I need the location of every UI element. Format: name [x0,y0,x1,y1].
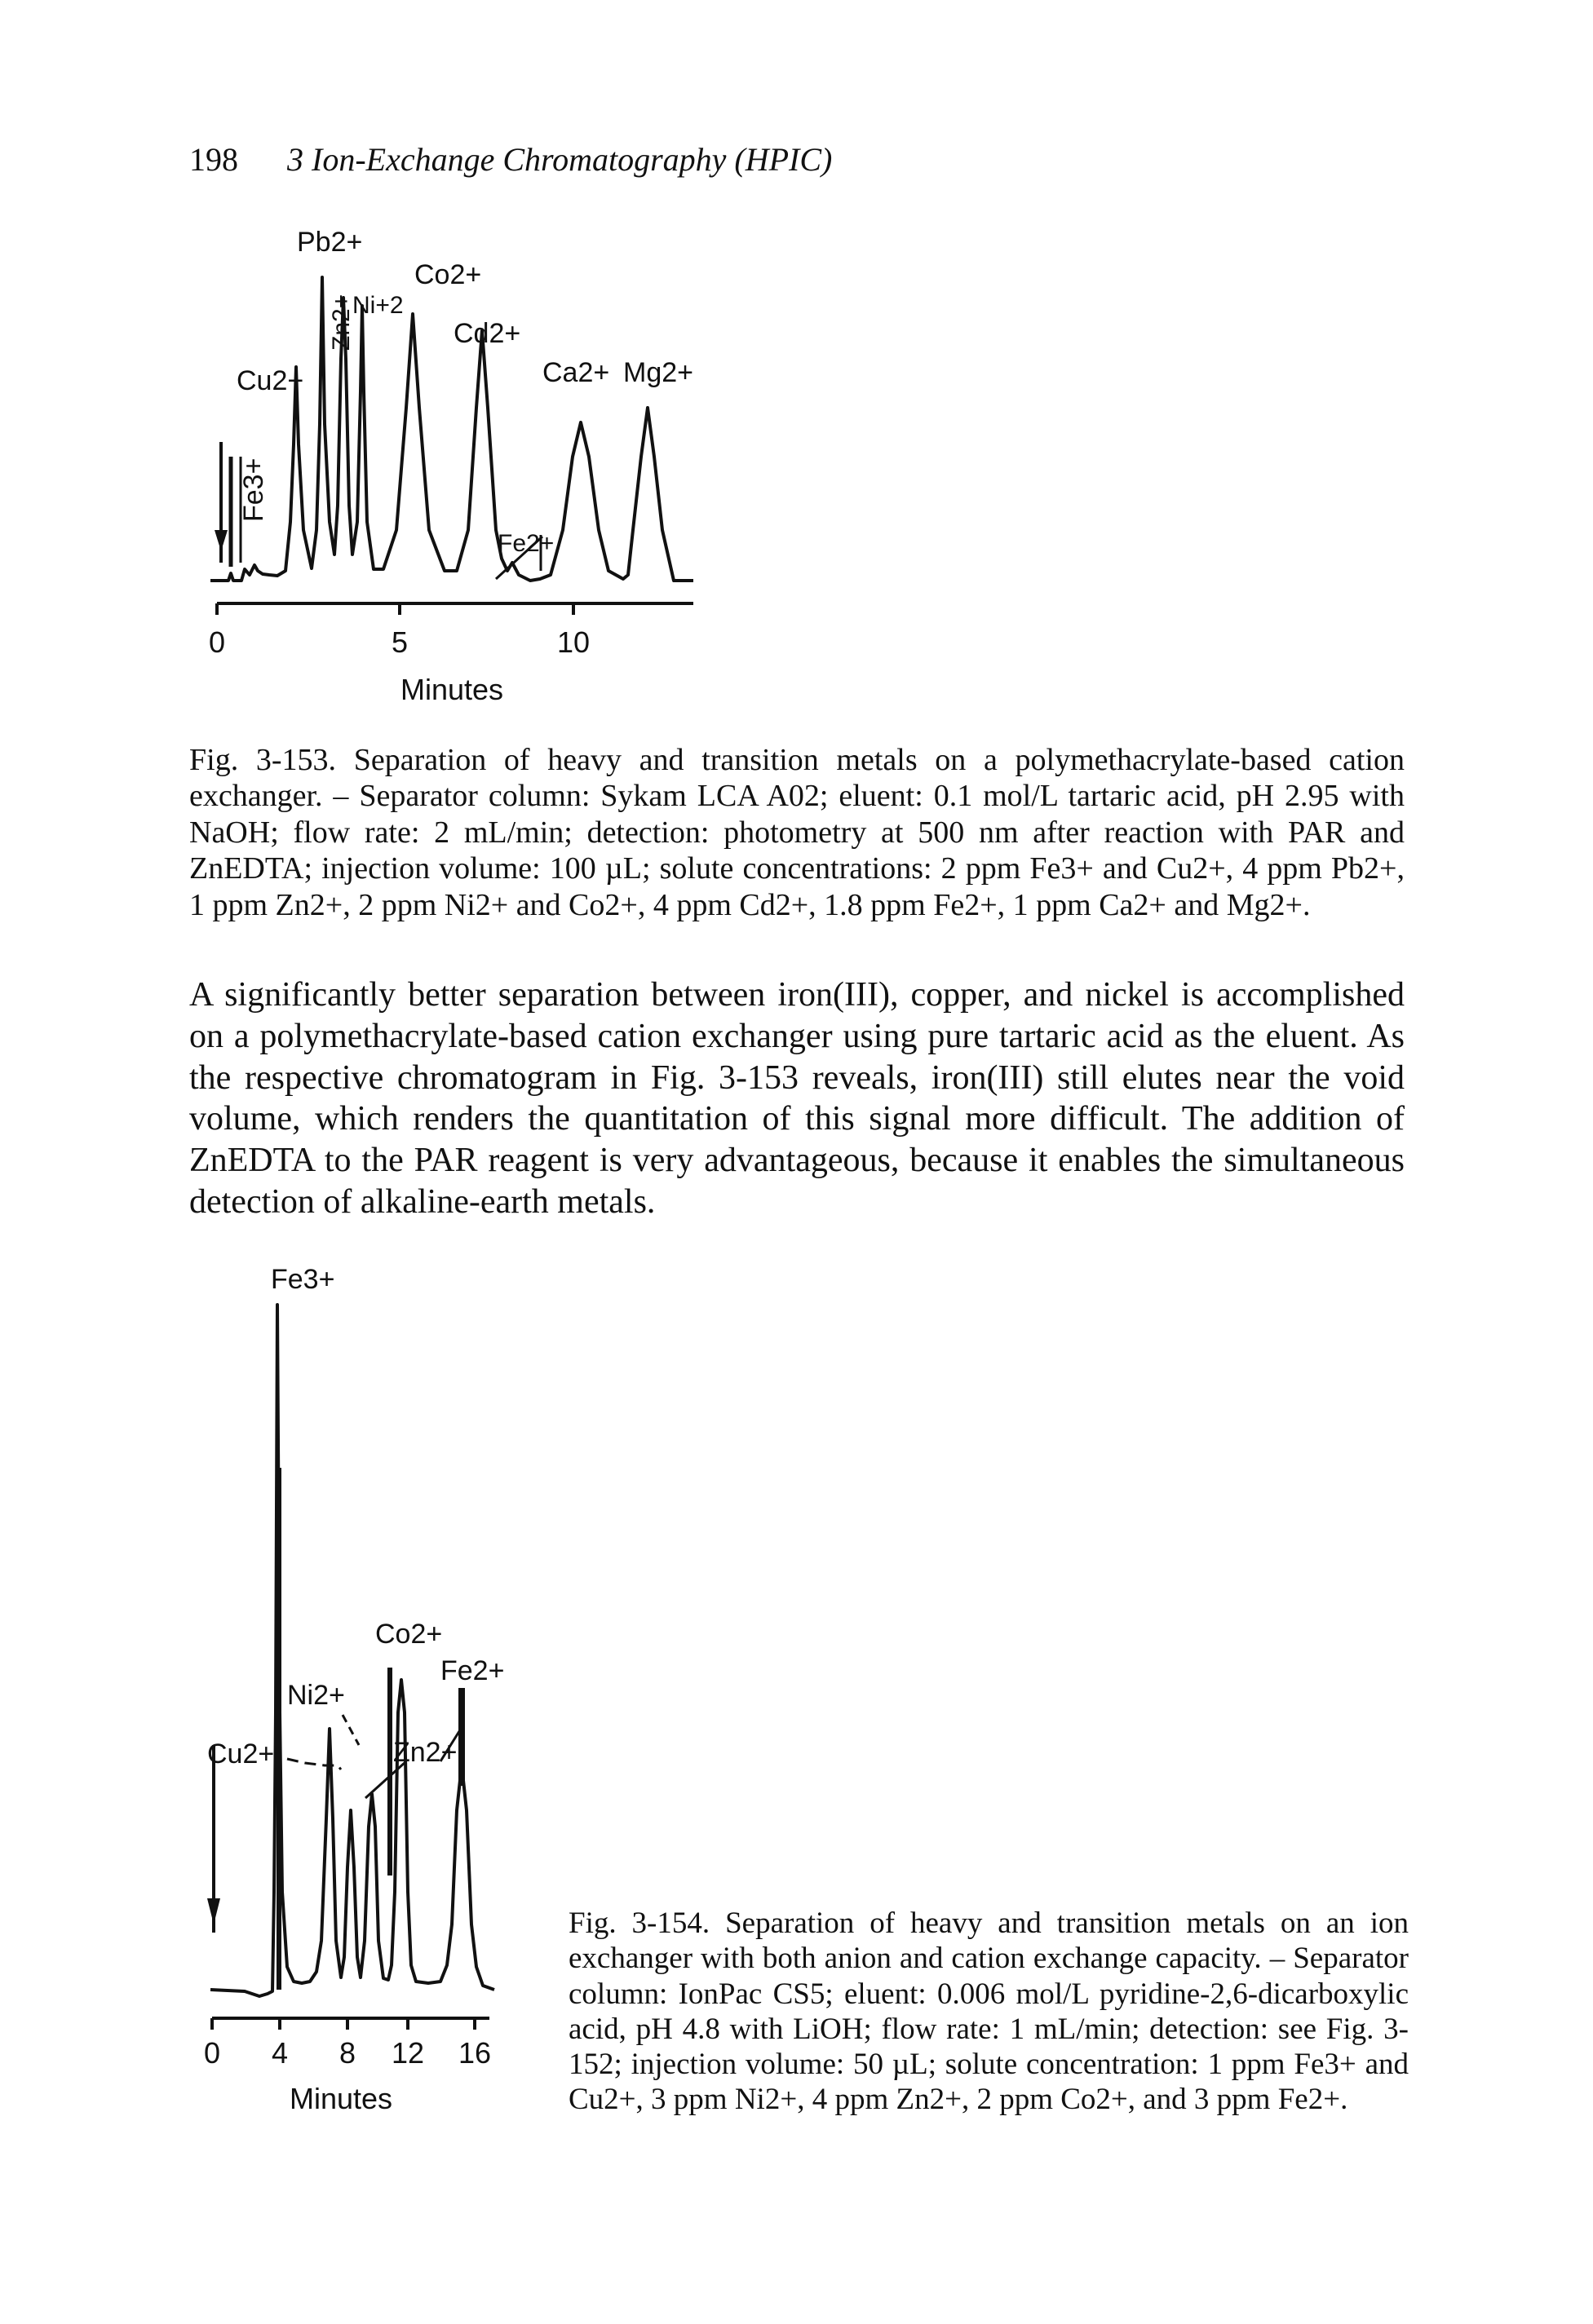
peak-label-ca: Ca2+ [542,357,609,388]
x-tick-label-12: 12 [392,2036,424,2070]
figure-caption-3-153: Fig. 3-153. Separation of heavy and tran… [189,742,1405,923]
x-tick-label-16: 16 [458,2036,491,2070]
zn-leader-line [364,1760,408,1800]
x-tick-label-5: 5 [392,625,408,659]
page-header: 198 3 Ion-Exchange Chromatography (HPIC) [189,140,832,179]
page-number: 198 [189,141,238,178]
x-axis-label: Minutes [400,673,503,706]
fe2-leader-line [494,535,544,581]
peak-label-ni-2: Ni2+ [287,1680,345,1711]
injection-arrow [207,1745,220,1933]
peak-label-cu: Cu2+ [237,365,303,396]
body-paragraph: A significantly better separation betwee… [189,976,1405,1222]
x-axis-label-2: Minutes [290,2082,392,2115]
peak-label-fe3-2: Fe3+ [271,1264,334,1295]
x-tick-label-0-2: 0 [204,2036,220,2070]
ni-leader-line [286,1757,343,1770]
running-title: 3 Ion-Exchange Chromatography (HPIC) [287,141,833,178]
peak-label-cd: Cd2+ [454,318,520,349]
chromatogram-trace-2 [210,1303,495,1998]
peak-label-fe2: Fe2+ [498,530,554,557]
peak-label-mg: Mg2+ [623,357,693,388]
chromatogram-trace-1 [210,276,693,582]
chromatogram-fig-3-154: 0 4 8 12 16 Minutes Fe3+ Co2+ Fe2+ Ni2+ … [204,1264,504,2115]
x-tick-label-10: 10 [557,625,590,659]
peak-label-co-2: Co2+ [375,1619,442,1650]
peak-label-fe3: Fe3+ [238,458,269,522]
x-tick-label-4: 4 [272,2036,288,2070]
figure-caption-3-154: Fig. 3-154. Separation of heavy and tran… [569,1906,1409,2118]
chromatogram-fig-3-153: Fe3+ 0 5 10 Minutes Pb2+ Co2+ Ni+2 Zn2+ … [209,227,693,706]
peak-label-pb: Pb2+ [297,227,362,258]
peak-label-zn-2: Zn2+ [393,1737,457,1768]
peak-label-fe2-2: Fe2+ [440,1655,504,1686]
figure-label-3-153: Fig. 3-153. [189,743,337,777]
peak-label-co: Co2+ [414,259,481,290]
caption-text-3-154: Separation of heavy and transition metal… [569,1906,1409,2117]
fe3-injection-marker: Fe3+ [215,442,269,567]
peak-label-cu-2: Cu2+ [207,1739,274,1770]
peak-label-ni: Ni+2 [352,292,404,319]
x-tick-label-8: 8 [339,2036,356,2070]
peak-label-zn: Zn2+ [328,294,355,351]
figure-label-3-154: Fig. 3-154. [569,1906,710,1940]
caption-text-3-153: Separation of heavy and transition metal… [189,743,1405,922]
x-tick-label-0: 0 [209,625,225,659]
